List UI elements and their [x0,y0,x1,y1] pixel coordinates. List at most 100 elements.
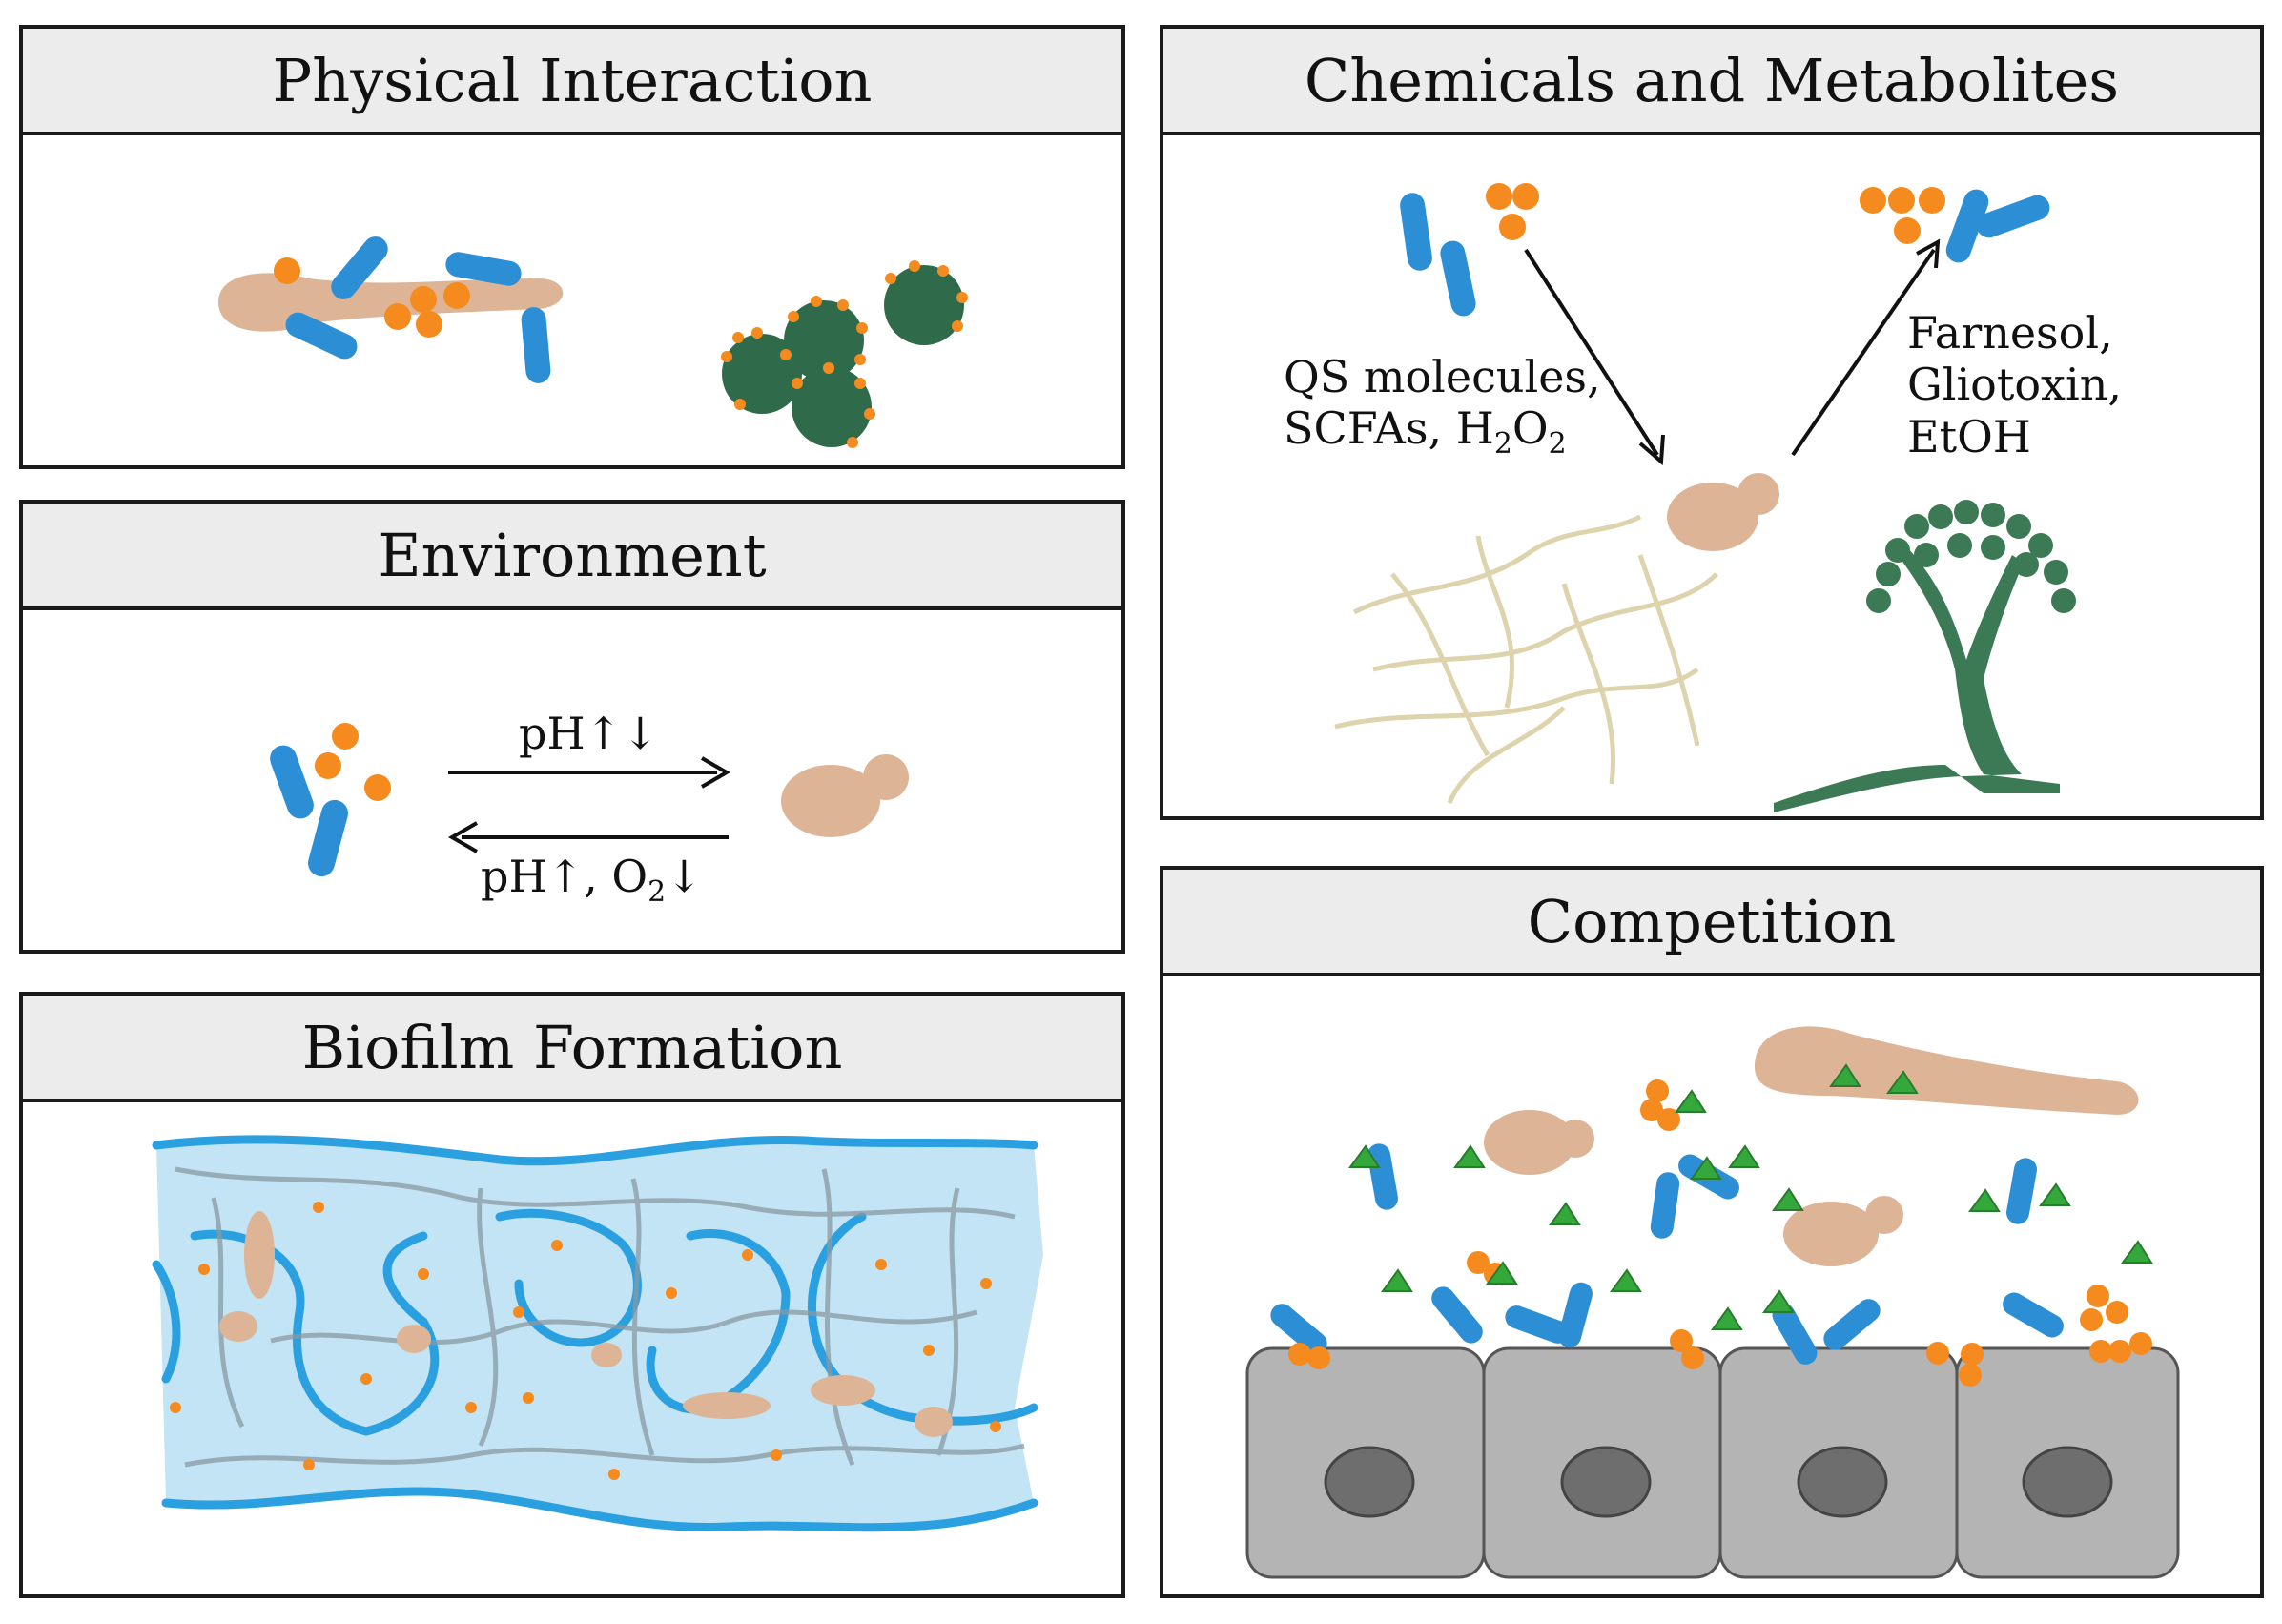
qs-molecules-label: QS molecules, SCFAs, H2O2 [1284,351,1601,462]
mold-conidia-icon [784,300,864,380]
bacteria-rod-icon [1823,1299,1881,1350]
secretion-arrowhead [1916,238,1941,269]
coccus-icon [443,282,470,309]
antimicrobial-triangle-icon [1711,1306,1743,1330]
coccus-icon [274,257,300,284]
label-line: EtOH [1907,410,2031,463]
coccus-icon [1646,1079,1669,1102]
nucleus-icon [1560,1446,1652,1518]
coccus-icon [1860,187,1886,214]
mold-conidia-icon [792,367,872,447]
coccus-icon [1961,1343,1984,1366]
coccus-icon [2087,1285,2109,1307]
competition-illustration [1245,1026,2180,1579]
mold-conidia-icon [884,265,964,345]
coccus-group [1288,1079,2152,1387]
antimicrobial-triangle-icon [1968,1188,2001,1212]
environment-illustration [270,723,909,877]
yeast-cell-icon [1667,483,1758,551]
bacteria-rod-icon [270,745,314,819]
coccus-icon [1926,1342,1949,1365]
panel-body: QS molecules, SCFAs, H2O2 Farnesol, Glio… [1163,135,2260,816]
coccus-icon [1307,1346,1330,1369]
coccus-icon [416,311,442,338]
coccus-icon [410,286,437,313]
label-subscript: 2 [1493,427,1512,462]
coccus-icon [2089,1340,2112,1363]
label-line: SCFAs, H2O2 [1284,402,1601,461]
bacteria-rod-icon [1400,193,1432,271]
coccus-icon [1640,1099,1663,1121]
bacteria-rod-icon [308,799,348,877]
bacteria-rod-icon [1945,189,1989,263]
reverse-label-arrow: ↓ [666,851,703,902]
forward-condition-label: pH↑↓ [519,708,659,759]
bacteria-rod-icon [1650,1172,1680,1239]
uptake-arrow [1524,248,1659,457]
hyphae-icon [1334,514,1718,804]
coccus-icon [1888,187,1915,214]
uptake-arrowhead [1638,434,1665,466]
bacteria-rod-icon [1976,195,2050,238]
yeast-bud-icon [1737,473,1779,515]
antimicrobial-triangle-icon [1886,1070,1919,1094]
coccus-icon [1467,1251,1490,1274]
reverse-label-text: pH↑, O [481,851,648,902]
bacteria-rod-icon [1558,1282,1593,1348]
reverse-arrowhead [447,821,478,853]
coccus-icon [1512,183,1539,210]
hypha-cell-icon [1755,1026,2139,1115]
mold-conidia-cluster [722,265,964,447]
coccus-icon [1288,1343,1311,1366]
panel-body [23,1102,1121,1594]
bacteria-rod-icon [1367,1143,1398,1210]
chemicals-illustration [1334,183,2076,812]
label-text: O [1511,402,1549,455]
coccus-icon [384,303,411,330]
coccus-icon [1657,1108,1680,1131]
panel-competition: Competition [1160,866,2264,1598]
panel-body [1163,976,2260,1594]
coccus-icon [1486,183,1512,210]
biofilm-matrix [156,1139,1043,1528]
coccus-icon [1894,217,1921,244]
yeast-cell-icon [1783,1202,1879,1266]
label-line: QS molecules, [1284,351,1601,402]
bacteria-rod-group [1270,1143,2064,1365]
coccus-icon [1681,1346,1704,1369]
nucleus-icon [1797,1446,1888,1518]
secretion-arrow [1791,248,1936,457]
yeast-bud-icon [863,754,909,800]
nucleus-icon [1324,1446,1415,1518]
yeast-cell-icon [1484,1110,1575,1175]
panel-title: Chemicals and Metabolites [1163,29,2260,135]
panel-body [23,135,1121,465]
antimicrobial-triangle-icon [1453,1144,1486,1168]
antimicrobial-triangle-icon [1610,1268,1642,1292]
coccus-icon [315,752,341,779]
yeast-bud-icon [1556,1120,1594,1158]
coccus-decoration [721,260,968,448]
antimicrobial-triangle-icon [1728,1144,1760,1168]
epithelial-layer [1245,1346,2180,1579]
panel-chemicals-metabolites: Chemicals and Metabolites [1160,25,2264,820]
coccus-icon [170,1202,1001,1480]
antimicrobial-triangle-icon [1549,1202,1581,1225]
antimicrobial-group [1348,1063,2153,1330]
panel-physical-interaction: Physical Interaction [19,25,1125,469]
panel-title: Competition [1163,870,2260,976]
label-line: Farnesol, [1907,307,2113,359]
antimicrobial-triangle-icon [1772,1187,1804,1211]
bacteria-rod-icon [1440,240,1476,317]
bacteria-rod-icon [1270,1304,1327,1355]
bacteria-rod-icon [1431,1286,1483,1344]
bacteria-rod-icon [2003,1292,2064,1338]
panel-biofilm-formation: Biofilm Formation [19,992,1125,1598]
label-line: Gliotoxin, [1907,359,2122,411]
coccus-icon [1959,1364,1982,1387]
biofilm-illustration [152,1135,1043,1532]
panel-title: Biofilm Formation [23,996,1121,1102]
coccus-icon [2106,1301,2128,1324]
fungal-metabolites-label: Farnesol, Gliotoxin, EtOH [1907,307,2122,463]
antimicrobial-triangle-icon [1381,1268,1413,1292]
